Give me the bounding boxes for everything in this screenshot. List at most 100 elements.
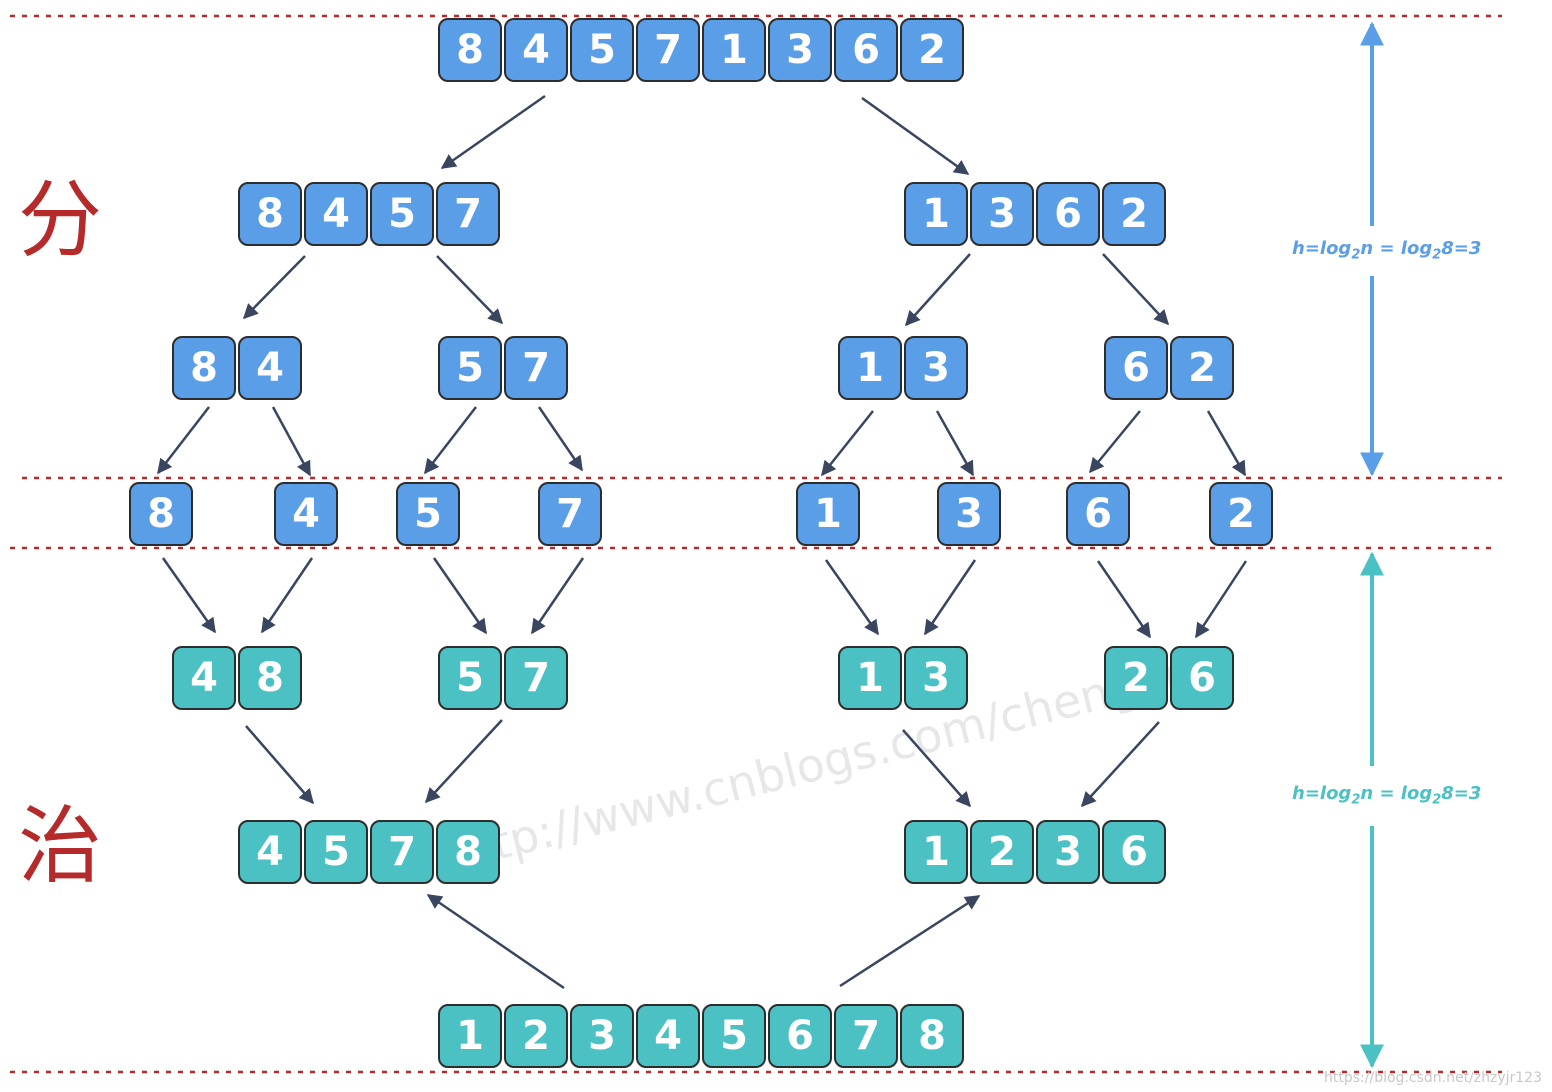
height-label-suffix: 8=3 xyxy=(1441,783,1482,804)
array-cell: 6 xyxy=(1066,482,1130,546)
tree-arrow xyxy=(923,559,977,636)
height-label-prefix: h=log xyxy=(1292,783,1352,804)
array-cell: 2 xyxy=(1170,336,1234,400)
array-cell: 7 xyxy=(834,1004,898,1068)
divide-phase-label: 分 xyxy=(18,171,103,269)
tree-arrow xyxy=(935,410,975,477)
tree-arrow xyxy=(861,96,970,176)
tree-arrow xyxy=(1089,410,1141,474)
tree-arrow xyxy=(424,406,477,475)
array-cell: 7 xyxy=(636,18,700,82)
conquer-phase-label: 治 xyxy=(18,797,103,895)
array-cell: 2 xyxy=(900,18,964,82)
array-cell: 8 xyxy=(172,336,236,400)
tree-arrow xyxy=(424,719,503,804)
array-cell: 4 xyxy=(172,646,236,710)
tree-arrow xyxy=(432,557,488,635)
divide-height-label: h=log2n = log28=3 xyxy=(1292,236,1482,265)
tree-arrow xyxy=(440,94,546,170)
array-cell: 1 xyxy=(904,820,968,884)
array-cell: 4 xyxy=(238,820,302,884)
tree-arrow xyxy=(530,557,585,635)
array-cell: 8 xyxy=(900,1004,964,1068)
tree-arrow xyxy=(821,410,874,477)
array-cell: 2 xyxy=(1209,482,1273,546)
credit-text: https://blog.csdn.net/zhzyjr123 xyxy=(1324,1070,1542,1086)
height-label-suffix: 8=3 xyxy=(1441,238,1482,259)
tree-arrow xyxy=(242,255,306,320)
array-d3e: 1 xyxy=(796,482,860,546)
array-cell: 6 xyxy=(834,18,898,82)
tree-arrow xyxy=(537,406,584,472)
array-cell: 5 xyxy=(304,820,368,884)
tree-arrow xyxy=(902,729,971,808)
tree-arrow xyxy=(436,255,504,325)
array-cell: 4 xyxy=(304,182,368,246)
array-cell: 5 xyxy=(438,646,502,710)
height-label-sub2: 2 xyxy=(1432,247,1442,263)
height-label-sub2: 2 xyxy=(1432,792,1442,808)
height-label-prefix: h=log xyxy=(1292,238,1352,259)
array-cell: 5 xyxy=(570,18,634,82)
array-cell: 8 xyxy=(129,482,193,546)
array-cell: 5 xyxy=(438,336,502,400)
array-cell: 4 xyxy=(238,336,302,400)
array-cell: 3 xyxy=(768,18,832,82)
array-cell: 1 xyxy=(702,18,766,82)
array-cell: 3 xyxy=(937,482,1001,546)
tree-arrow xyxy=(271,406,312,477)
array-d3h: 2 xyxy=(1209,482,1273,546)
array-cell: 7 xyxy=(370,820,434,884)
array-cell: 1 xyxy=(838,336,902,400)
array-cell: 3 xyxy=(904,336,968,400)
array-cell: 3 xyxy=(904,646,968,710)
array-cell: 1 xyxy=(904,182,968,246)
tree-arrow xyxy=(1194,560,1248,639)
array-cell: 1 xyxy=(838,646,902,710)
array-cell: 6 xyxy=(1036,182,1100,246)
array-d3d: 7 xyxy=(538,482,602,546)
tree-arrow xyxy=(904,253,971,327)
array-cell: 6 xyxy=(1170,646,1234,710)
array-cell: 1 xyxy=(796,482,860,546)
array-cell: 3 xyxy=(1036,820,1100,884)
array-cell: 2 xyxy=(1102,182,1166,246)
height-label-sub1: 2 xyxy=(1351,792,1361,808)
tree-arrow xyxy=(245,725,314,805)
array-cell: 6 xyxy=(1104,336,1168,400)
tree-arrow xyxy=(1080,721,1160,808)
array-d3a: 8 xyxy=(129,482,193,546)
array-cell: 6 xyxy=(1102,820,1166,884)
height-label-mid: n = log xyxy=(1360,783,1433,804)
height-label-mid: n = log xyxy=(1360,238,1433,259)
tree-arrow xyxy=(426,893,565,990)
tree-arrow xyxy=(1096,560,1152,639)
array-cell: 8 xyxy=(238,182,302,246)
array-cell: 5 xyxy=(396,482,460,546)
height-label-sub1: 2 xyxy=(1351,247,1361,263)
array-cell: 7 xyxy=(504,646,568,710)
array-cell: 4 xyxy=(504,18,568,82)
array-cell: 4 xyxy=(636,1004,700,1068)
array-d3f: 3 xyxy=(937,482,1001,546)
tree-arrow xyxy=(839,894,981,988)
array-cell: 1 xyxy=(438,1004,502,1068)
array-d3b: 4 xyxy=(274,482,338,546)
array-cell: 8 xyxy=(438,18,502,82)
array-cell: 7 xyxy=(538,482,602,546)
array-cell: 8 xyxy=(238,646,302,710)
